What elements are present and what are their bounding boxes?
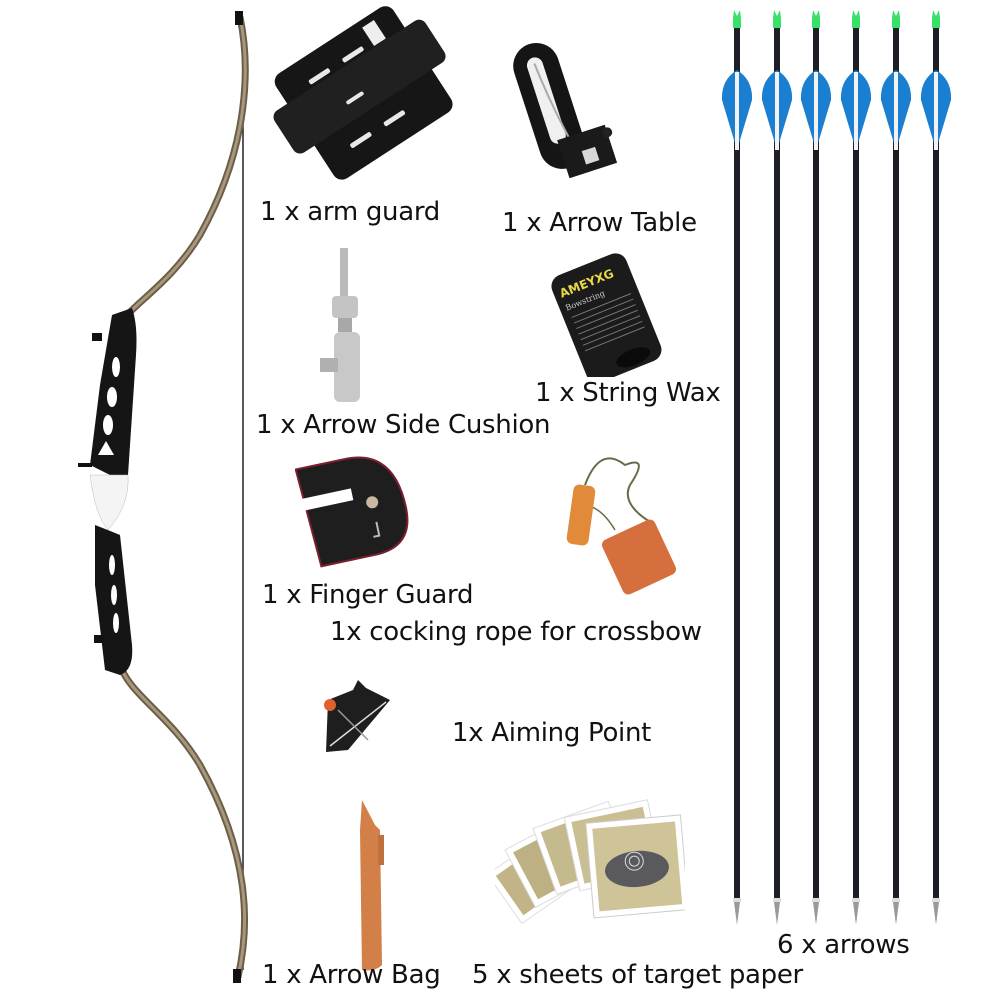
cocking-rope-image xyxy=(560,445,700,600)
arrow-bag-label: 1 x Arrow Bag xyxy=(262,960,441,990)
arrow-side-cushion-label: 1 x Arrow Side Cushion xyxy=(256,410,551,440)
arrow-table-image xyxy=(510,35,670,195)
string-wax-image: AMEYXG Bowstring xyxy=(545,252,670,377)
arrow-bag-image xyxy=(350,800,400,975)
target-paper-label: 5 x sheets of target paper xyxy=(472,960,803,990)
target-paper-image xyxy=(495,790,685,930)
recurve-bow xyxy=(50,5,260,990)
cocking-rope-label: 1x cocking rope for crossbow xyxy=(330,617,702,647)
arm-guard-image xyxy=(265,0,465,195)
arm-guard-label: 1 x arm guard xyxy=(260,197,440,227)
finger-guard-image xyxy=(295,448,415,568)
string-wax-label: 1 x String Wax xyxy=(535,378,721,408)
arrow-side-cushion-image xyxy=(310,248,380,408)
aiming-point-label: 1x Aiming Point xyxy=(452,718,652,748)
arrow-table-label: 1 x Arrow Table xyxy=(502,208,697,238)
arrow-set xyxy=(715,10,975,930)
aiming-point-image xyxy=(318,680,398,765)
arrows-label: 6 x arrows xyxy=(777,930,910,960)
finger-guard-label: 1 x Finger Guard xyxy=(262,580,474,610)
